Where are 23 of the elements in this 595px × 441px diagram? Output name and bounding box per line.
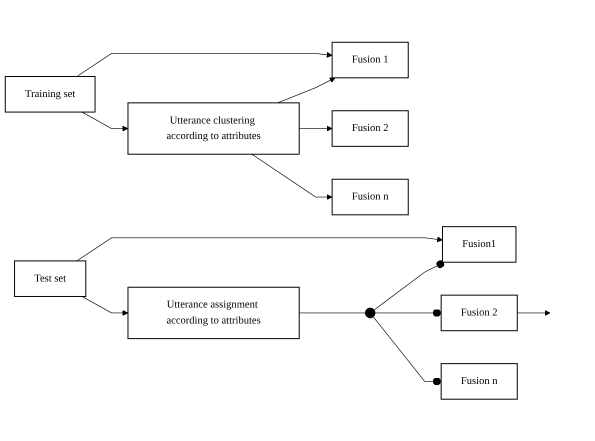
node-box: Fusion n xyxy=(440,362,518,400)
connector xyxy=(372,316,442,386)
arrow xyxy=(252,154,332,200)
node-box: Fusion 2 xyxy=(332,110,409,147)
node-box: Utterance clustering according to attributes xyxy=(127,102,300,154)
connector xyxy=(298,312,366,314)
node-box: Fusion n xyxy=(332,178,409,216)
arrow xyxy=(76,236,443,261)
node-box: Fusion 2 xyxy=(440,294,518,331)
node-box: Fusion 1 xyxy=(332,42,409,78)
arrow xyxy=(76,52,332,77)
arrow xyxy=(298,125,332,132)
arrow xyxy=(516,310,550,316)
node-box: Test set xyxy=(14,260,86,297)
node-box: Utterance assignment according to attributes xyxy=(127,286,300,339)
node-box: Fusion1 xyxy=(442,226,516,262)
connector xyxy=(374,260,444,310)
node-box: Training set xyxy=(4,76,96,112)
arrow xyxy=(82,296,128,316)
node-switch xyxy=(364,307,376,318)
connector xyxy=(374,308,442,317)
arrow xyxy=(277,77,336,103)
arrow xyxy=(82,112,128,132)
